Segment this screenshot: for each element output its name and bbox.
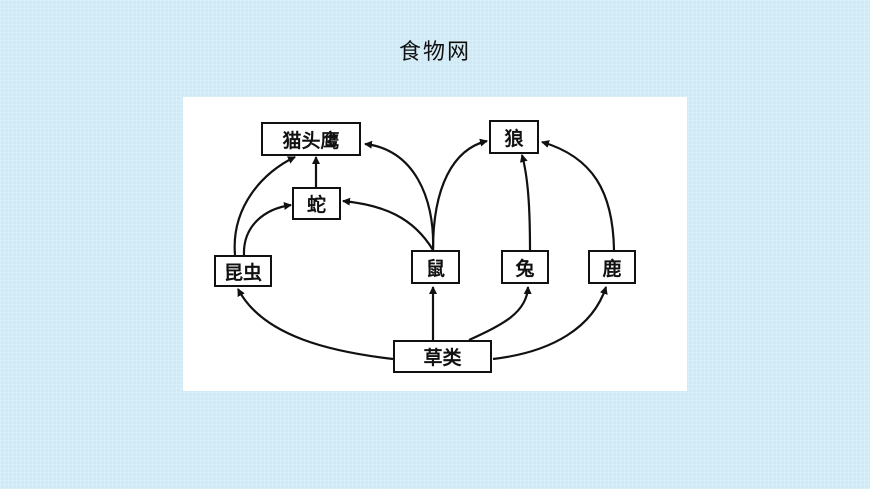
- node-wolf: 狼: [489, 120, 539, 154]
- slide-title: 食物网: [398, 40, 471, 65]
- arrow-mouse-snake: [342, 197, 434, 251]
- arrow-insect-snake: [242, 202, 292, 256]
- arrow-grass-rabbit: [468, 286, 532, 342]
- node-snake: 蛇: [292, 187, 341, 220]
- node-mouse: 鼠: [411, 250, 460, 284]
- arrow-mouse-owl: [364, 140, 435, 251]
- arrow-deer-wolf: [541, 140, 616, 251]
- arrow-insect-owl: [233, 156, 296, 256]
- arrow-mouse-wolf: [431, 138, 488, 251]
- node-rabbit: 兔: [501, 250, 549, 284]
- arrow-grass-deer: [492, 286, 608, 361]
- arrow-rabbit-wolf: [519, 154, 532, 251]
- node-grass: 草类: [393, 340, 492, 373]
- food-web-arrows: [233, 138, 616, 361]
- node-deer: 鹿: [588, 250, 636, 284]
- food-web-diagram: 猫头鹰 狼 蛇 昆虫 鼠 兔 鹿 草类: [183, 97, 687, 391]
- node-insect: 昆虫: [214, 255, 272, 287]
- node-owl: 猫头鹰: [261, 122, 361, 156]
- arrow-grass-insect: [237, 288, 394, 361]
